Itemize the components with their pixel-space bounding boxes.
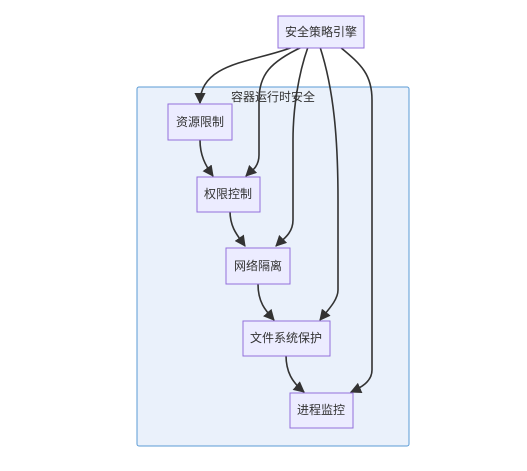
edge-perm-net [229,210,246,247]
node-label: 文件系统保护 [250,330,322,345]
node-box [242,320,331,357]
edge-resource-perm [199,139,214,177]
node-box [167,103,233,141]
node-label: 权限控制 [204,187,252,201]
node-resource-limit[interactable]: 资源限制 [167,103,233,141]
node-engine[interactable]: 安全策略引擎 [277,15,365,49]
node-box [196,176,261,213]
node-permission-control[interactable]: 权限控制 [196,176,261,213]
node-box [277,15,365,49]
node-label: 安全策略引擎 [285,24,357,39]
node-box [225,247,291,285]
edges [194,46,373,394]
cluster-label: 容器运行时安全 [231,89,315,104]
edge-net-fs [257,283,275,321]
edge-engine-fs [319,46,339,321]
node-label: 网络隔离 [234,258,282,273]
node-process-monitoring[interactable]: 进程监控 [289,392,354,429]
node-network-isolation[interactable]: 网络隔离 [225,247,291,285]
node-label: 资源限制 [176,115,224,129]
node-label: 进程监控 [297,402,345,417]
edge-engine-perm [245,46,303,177]
node-box [289,392,354,429]
edge-engine-proc [339,46,373,394]
edge-engine-net [275,46,309,247]
edge-engine-resource [194,46,294,105]
edge-fs-proc [285,354,305,393]
node-filesystem-protection[interactable]: 文件系统保护 [242,320,331,357]
